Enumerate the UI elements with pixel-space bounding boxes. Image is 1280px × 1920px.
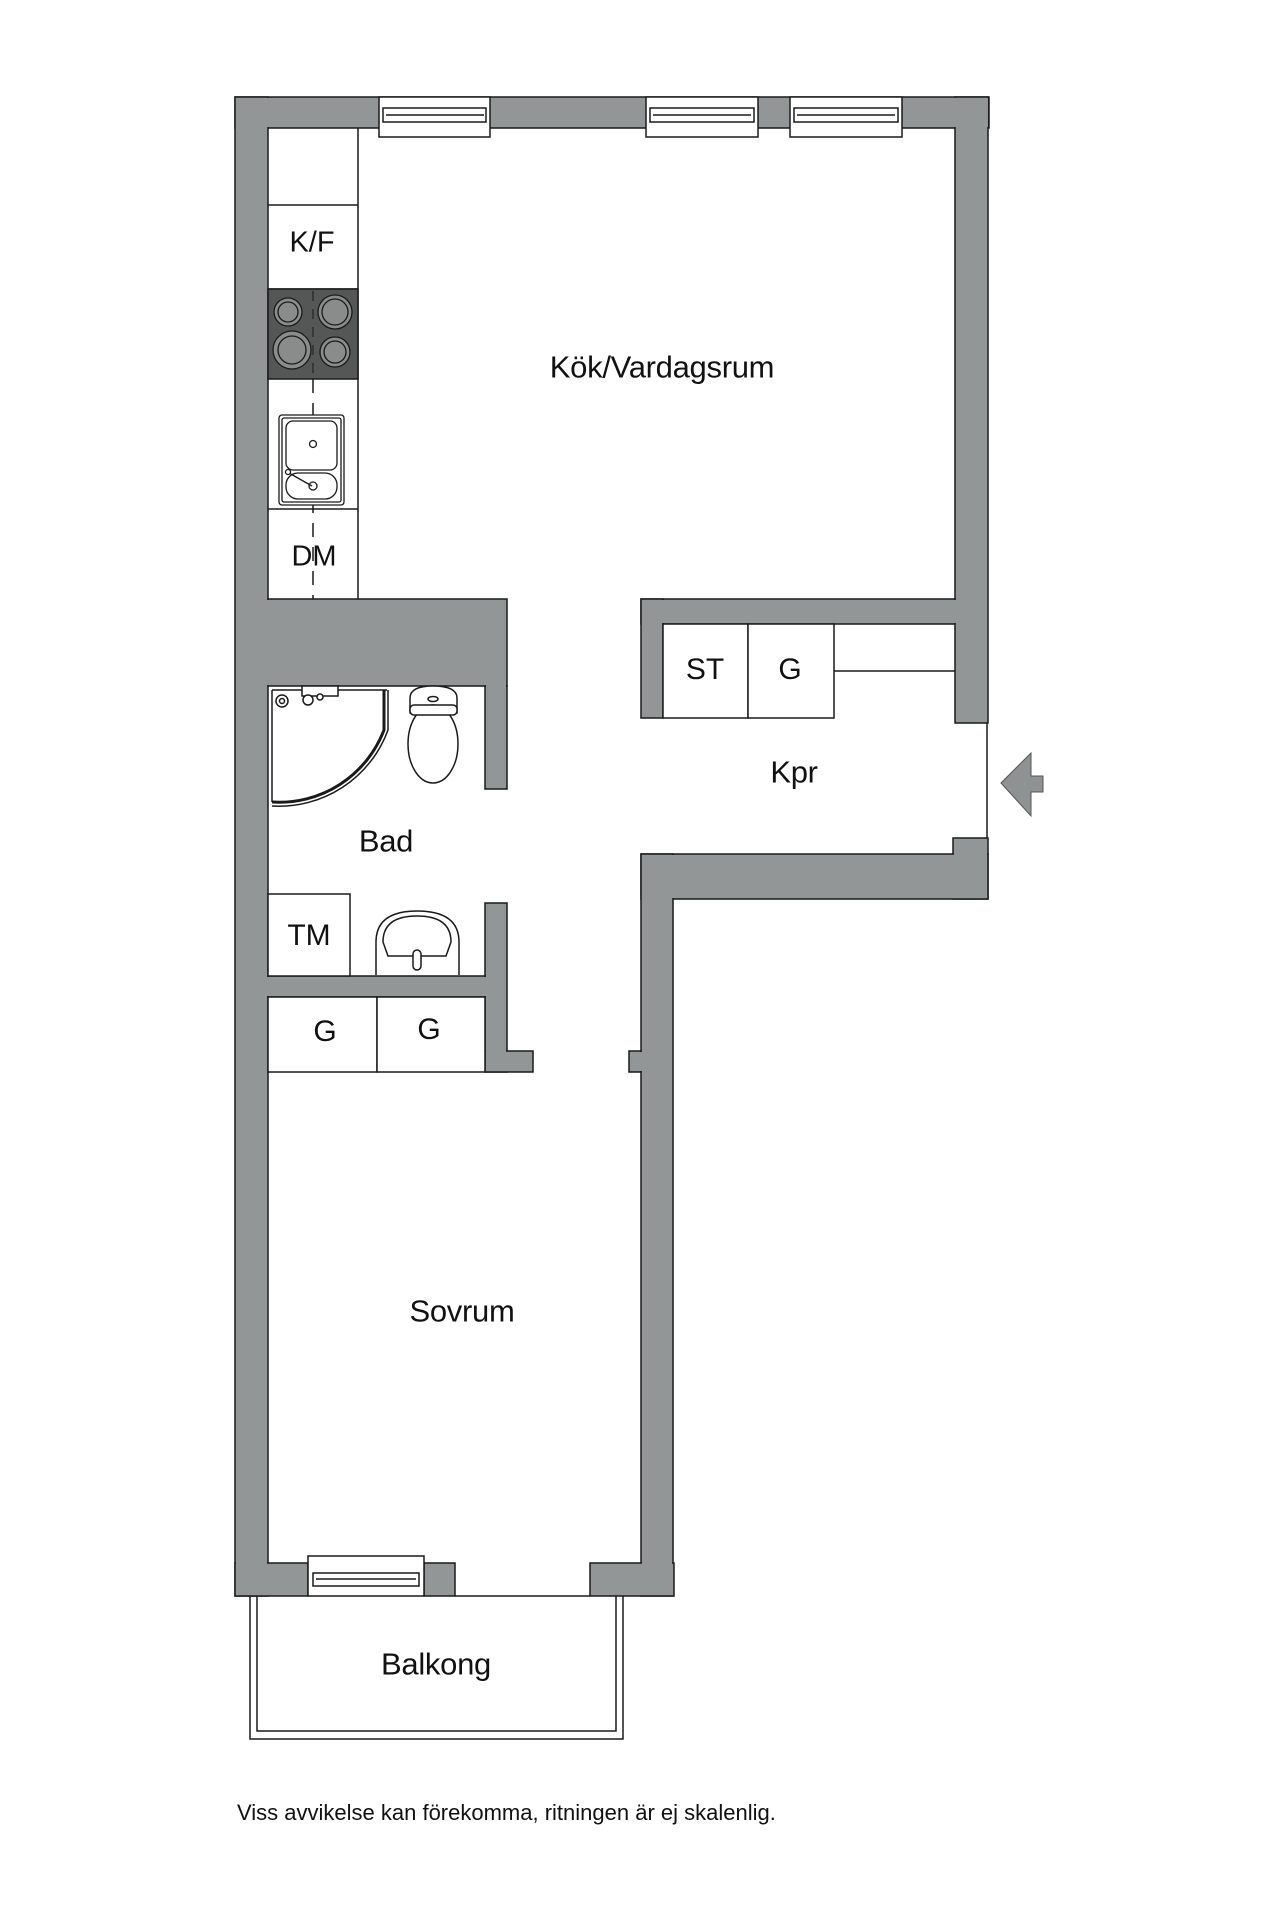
window-3	[789, 96, 903, 138]
windows	[307, 96, 903, 1597]
disclaimer-text: Viss avvikelse kan förekomma, ritningen …	[237, 1800, 776, 1825]
bedroom-wardrobes	[267, 996, 486, 1073]
window-bedroom	[307, 1555, 425, 1597]
room-label-balcony: Balkong	[381, 1646, 491, 1682]
room-label-bedroom: Sovrum	[409, 1293, 515, 1329]
toilet-icon	[407, 685, 459, 784]
window-1	[378, 96, 491, 138]
fixture-label-wardrobe-1: G	[313, 1015, 337, 1048]
fixture-label-fridge-freezer: K/F	[289, 226, 335, 259]
fixture-label-washing-machine: TM	[287, 919, 331, 952]
room-label-bath: Bad	[358, 823, 414, 859]
fixture-label-wardrobe-hall: G	[778, 653, 802, 686]
fixture-label-wardrobe-2: G	[417, 1013, 441, 1046]
hall-storage	[662, 623, 955, 719]
washing-machine-box	[267, 893, 351, 977]
shower-icon	[271, 685, 389, 807]
kitchen-sink-icon	[278, 414, 345, 506]
balcony	[249, 1596, 624, 1740]
room-label-hall: Kpr	[770, 754, 818, 790]
openings	[455, 723, 988, 1597]
washbasin-icon	[375, 910, 460, 975]
room-label-kitchen-living: Kök/Vardagsrum	[549, 349, 775, 385]
arrow-left-icon	[1000, 751, 1044, 818]
window-2	[645, 96, 759, 138]
fixture-label-storage: ST	[685, 653, 725, 686]
fixture-label-dishwasher: DM	[291, 540, 337, 573]
stove-icon	[267, 288, 359, 380]
